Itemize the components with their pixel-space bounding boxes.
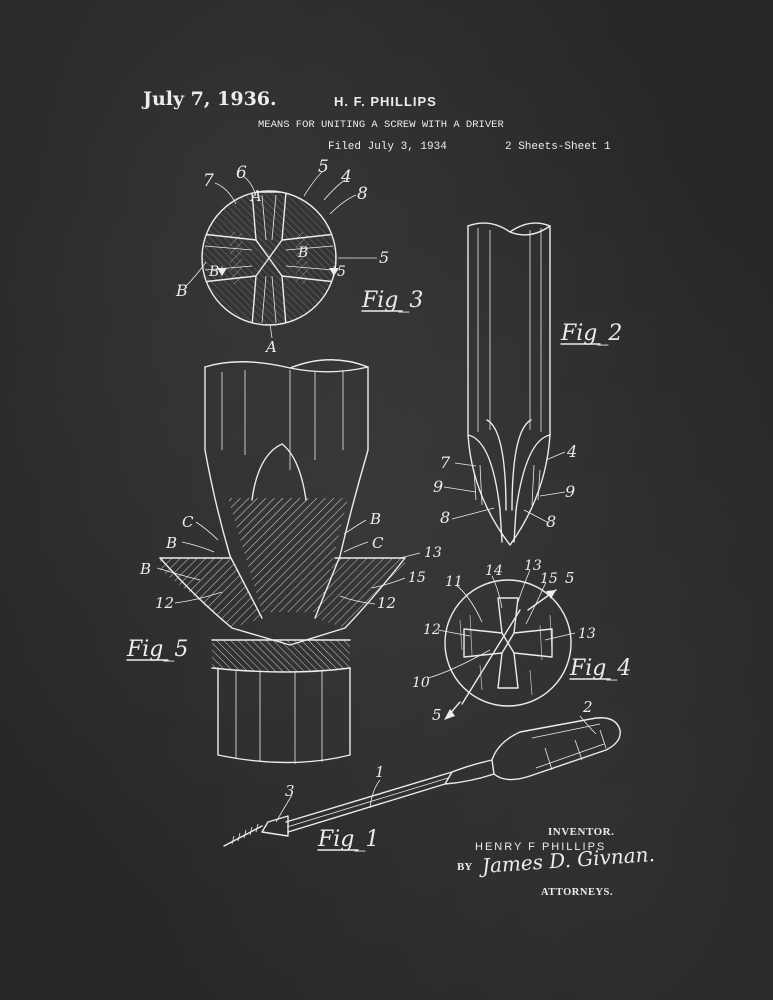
fig4-drawing: 11 14 13 15 5 12 13 10 5 Fig_4 <box>412 558 631 724</box>
fig3-callout: A <box>249 187 262 205</box>
patent-date: July 7, 1936. <box>143 88 277 110</box>
fig2-callout: 8 <box>440 508 450 527</box>
fig3-label: Fig_3 <box>361 288 423 313</box>
fig3-callout: A <box>264 338 277 356</box>
fig4-label: Fig_4 <box>569 656 631 681</box>
fig2-callout: 9 <box>565 482 575 501</box>
patent-inventor: H. F. PHILLIPS <box>334 94 437 109</box>
fig2-callout: 9 <box>433 477 443 496</box>
inventor-label: INVENTOR. <box>548 826 615 838</box>
fig2-label: Fig_2 <box>560 321 622 346</box>
inventor-full-name: HENRY F PHILLIPS <box>475 841 607 853</box>
fig3-callout: 5 <box>318 157 329 177</box>
patent-title: MEANS FOR UNITING A SCREW WITH A DRIVER <box>258 119 504 131</box>
fig3-callout: 7 <box>203 171 214 191</box>
fig4-callout: 5 <box>432 706 442 724</box>
fig5-callout: B <box>165 534 177 552</box>
fig5-callout: B <box>139 560 151 578</box>
fig4-callout: 13 <box>524 558 542 574</box>
fig2-callout: 8 <box>546 512 556 531</box>
fig3-callout: B <box>175 281 188 300</box>
fig5-label: Fig_5 <box>126 637 188 662</box>
fig4-callout: 12 <box>423 622 441 638</box>
fig5-callout: C <box>372 534 384 552</box>
sheet-count: 2 Sheets-Sheet 1 <box>505 141 611 153</box>
fig1-label: Fig_1 <box>317 827 379 852</box>
fig3-callout: 5 <box>379 248 389 267</box>
fig5-callout: C <box>182 513 194 531</box>
fig3-callout: B <box>208 264 219 280</box>
fig4-callout: 10 <box>412 675 430 691</box>
fig5-callout: 12 <box>377 594 396 612</box>
fig3-callout: B <box>297 245 308 261</box>
fig1-callout: 3 <box>285 782 295 800</box>
fig4-callout: 14 <box>485 563 503 579</box>
fig2-callout: 4 <box>566 442 577 461</box>
fig4-callout: 13 <box>578 626 596 642</box>
filed-date: Filed July 3, 1934 <box>328 141 447 153</box>
fig5-callout: 13 <box>424 545 442 561</box>
fig3-callout: 5 <box>337 264 346 280</box>
fig5-callout: 12 <box>155 594 174 612</box>
by-label: BY <box>457 861 473 873</box>
fig1-drawing: 1 2 3 Fig_1 <box>223 698 621 852</box>
fig3-callout: 8 <box>357 184 368 204</box>
fig1-callout: 1 <box>375 763 385 781</box>
fig4-callout: 5 <box>565 569 575 587</box>
attorneys-label: ATTORNEYS. <box>541 887 614 898</box>
fig3-drawing: 7 6 5 4 8 A B 5 5 B B A Fig_3 <box>175 157 423 356</box>
fig2-callout: 7 <box>440 453 451 472</box>
fig5-callout: B <box>369 510 381 528</box>
fig1-callout: 2 <box>582 698 593 716</box>
fig4-callout: 11 <box>445 574 463 590</box>
fig5-drawing: C B C B B 13 15 12 12 Fig_5 <box>126 359 442 764</box>
fig4-callout: 15 <box>540 571 558 587</box>
fig5-callout: 15 <box>408 570 426 586</box>
fig3-callout: 4 <box>340 167 352 187</box>
fig2-drawing: 7 4 9 9 8 8 Fig_2 <box>433 222 622 546</box>
fig3-callout: 6 <box>236 163 247 183</box>
